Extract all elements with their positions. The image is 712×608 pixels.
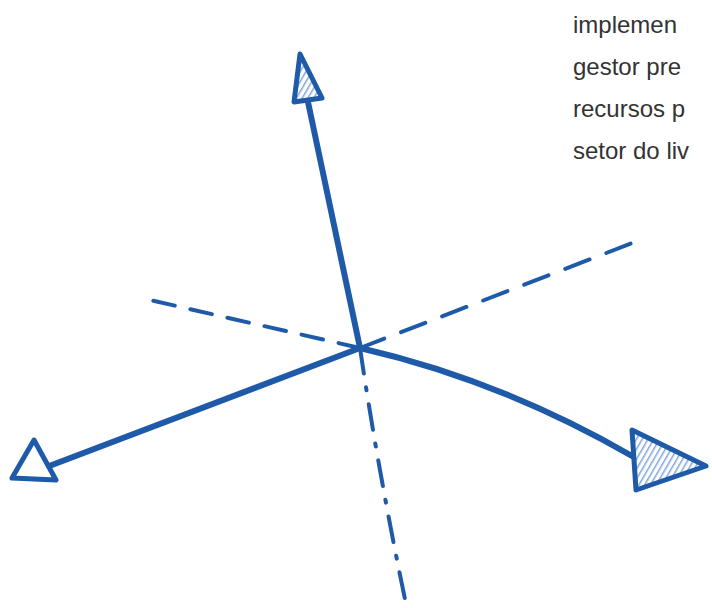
text-fragment: setor do liv [573,136,689,166]
text-fragment: implemen [573,10,677,40]
text-fragment: recursos p [573,94,685,124]
text-fragment: gestor pre [573,52,681,82]
